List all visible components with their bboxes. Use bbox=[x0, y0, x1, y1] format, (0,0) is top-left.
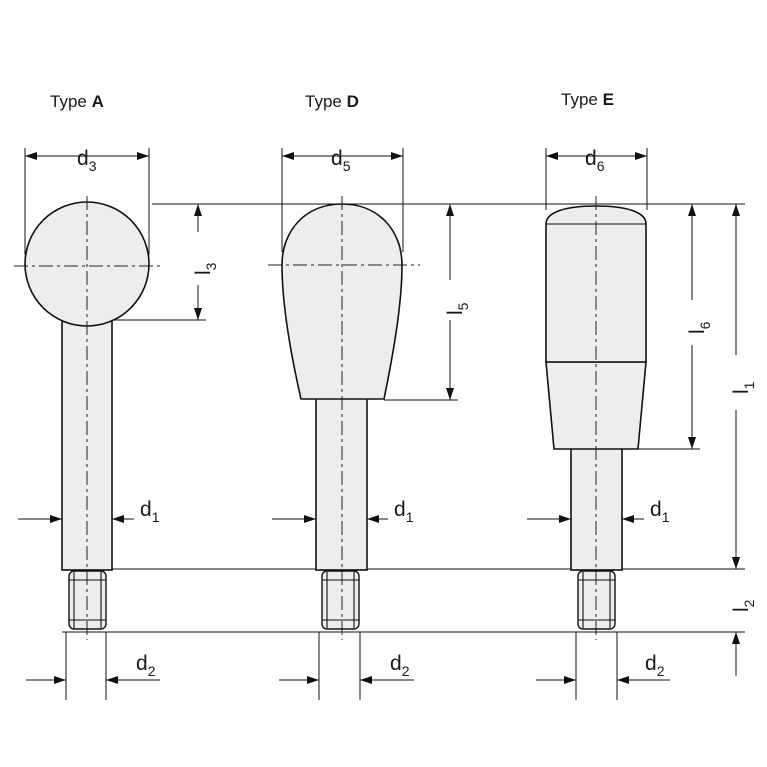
dim-l1-label: l1 bbox=[730, 381, 757, 394]
dim-l5-label: l5 bbox=[444, 302, 471, 315]
type-d-thread bbox=[321, 570, 360, 630]
dim-l3: l3 bbox=[114, 204, 219, 321]
dim-d3-label: d3 bbox=[77, 147, 97, 174]
dim-d1-type-a-label: d1 bbox=[140, 498, 160, 525]
type-d-label: Type D bbox=[305, 92, 359, 111]
dim-l6-label: l6 bbox=[686, 321, 713, 334]
dim-d5-label: d5 bbox=[331, 147, 351, 174]
dim-d2-type-d-label: d2 bbox=[390, 652, 410, 679]
dim-l2-label: l2 bbox=[730, 599, 757, 612]
dim-d6: d6 bbox=[545, 147, 648, 210]
type-e-label: Type E bbox=[561, 90, 614, 109]
dim-l6: l6 bbox=[638, 204, 713, 450]
dim-d2-type-a: d2 bbox=[26, 632, 160, 700]
dim-d2-type-d: d2 bbox=[279, 632, 414, 700]
type-a-handle bbox=[14, 196, 162, 640]
dim-d5: d5 bbox=[281, 147, 404, 252]
type-a-label: Type A bbox=[50, 92, 104, 111]
type-d-handle bbox=[268, 196, 420, 640]
dim-d1-type-d-label: d1 bbox=[394, 498, 414, 525]
dim-d6-label: d6 bbox=[585, 147, 605, 174]
dim-l3-label: l3 bbox=[192, 262, 219, 275]
type-e-handle bbox=[545, 196, 647, 640]
dim-d1-type-a: d1 bbox=[18, 498, 160, 525]
dim-d1-type-e-label: d1 bbox=[650, 498, 670, 525]
dim-d1-type-d: d1 bbox=[272, 498, 414, 525]
dim-d2-type-a-label: d2 bbox=[136, 652, 156, 679]
dim-d1-type-e: d1 bbox=[527, 498, 670, 525]
dim-d2-type-e: d2 bbox=[536, 632, 670, 700]
dim-l1: l1 bbox=[730, 204, 757, 569]
dim-l2: l2 bbox=[730, 548, 757, 676]
dim-d3: d3 bbox=[24, 147, 150, 255]
dim-d2-type-e-label: d2 bbox=[645, 652, 665, 679]
dim-l5: l5 bbox=[384, 204, 471, 401]
